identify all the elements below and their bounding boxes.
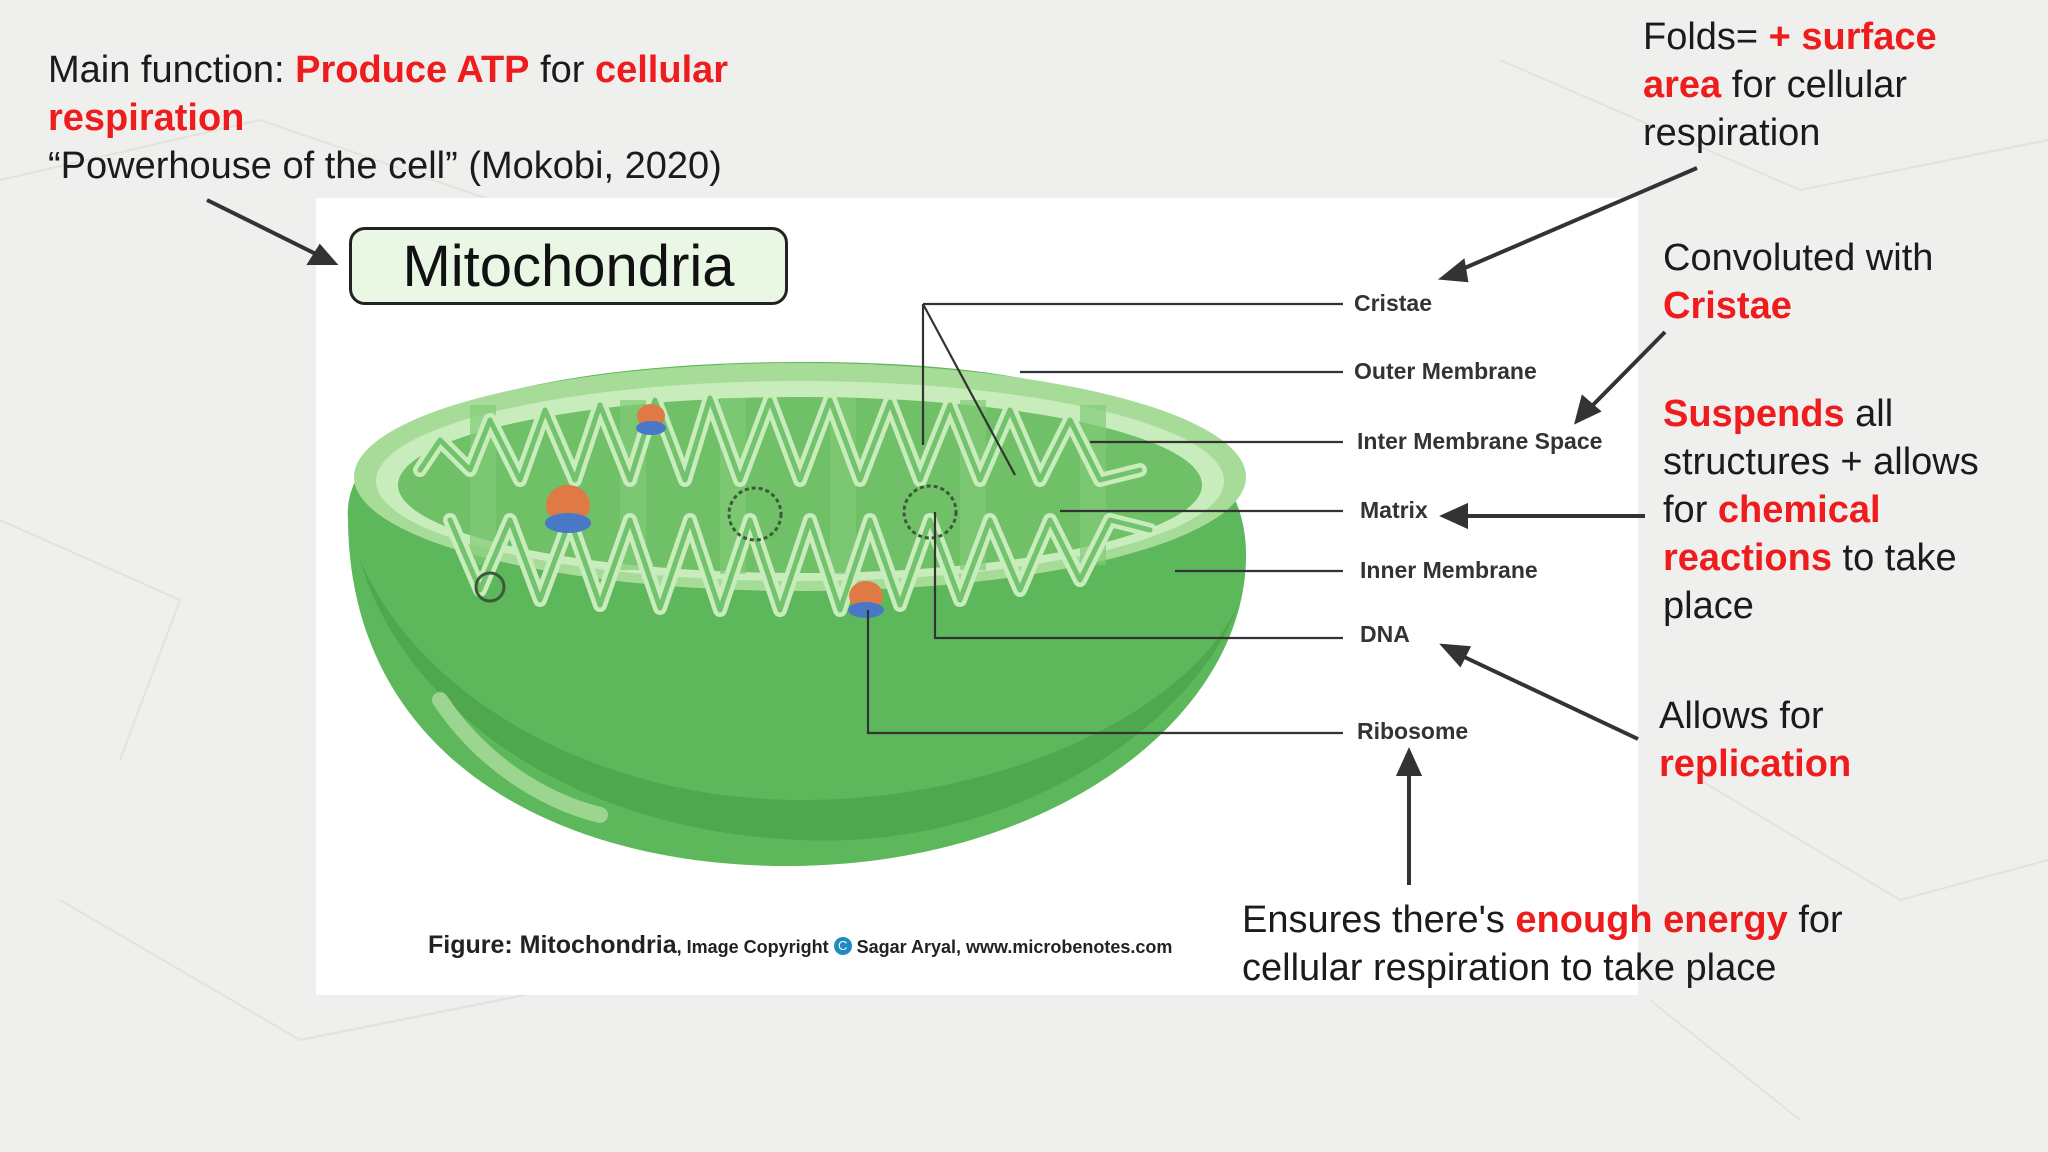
cristae-red-text: Cristae: [1663, 285, 1792, 327]
produce-atp-text: Produce ATP: [295, 49, 530, 91]
ribosome-3: [848, 581, 884, 618]
label-outer-membrane: Outer Membrane: [1354, 358, 1537, 384]
main-function-note: Main function: Produce ATP for cellular …: [48, 46, 808, 190]
folds-rest2: respiration: [1643, 112, 1821, 154]
replication-line1: Allows for: [1659, 695, 1824, 737]
figure-caption: Figure: Mitochondria, Image Copyright C …: [428, 931, 1172, 960]
label-inner-membrane: Inner Membrane: [1360, 557, 1538, 583]
leader-cristae: [921, 302, 1343, 476]
area-text: area: [1643, 64, 1722, 106]
suspends-line2: structures + allows: [1663, 441, 1979, 483]
suspends-rest1: all: [1844, 393, 1894, 435]
body-highlight: [432, 692, 608, 823]
dna-circle-1: [727, 486, 783, 542]
leader-dna: [933, 512, 1343, 640]
ribosome-2: [545, 485, 591, 533]
respiration-text: respiration: [48, 97, 245, 139]
label-cristae: Cristae: [1354, 290, 1432, 316]
arrow-dna: [1459, 653, 1639, 741]
replication-text: replication: [1659, 743, 1852, 785]
figure-title: Mitochondria: [349, 227, 788, 305]
caption-small2: Sagar Aryal, www.microbenotes.com: [851, 937, 1173, 957]
ribosome-1: [636, 404, 666, 435]
energy-note: Ensures there's enough energy for cellul…: [1242, 896, 2032, 992]
folds-prefix: Folds=: [1643, 16, 1769, 58]
label-matrix: Matrix: [1360, 497, 1428, 523]
leader-ribosome: [866, 610, 1343, 735]
suspends-note: Suspends all structures + allows for che…: [1663, 390, 2043, 630]
arrow-title: [206, 198, 319, 257]
reactions-text: reactions: [1663, 537, 1832, 579]
energy-line2: cellular respiration to take place: [1242, 947, 1777, 989]
copyright-icon: C: [833, 937, 852, 956]
suspends-rest4: to take: [1831, 537, 1957, 579]
replication-note: Allows for replication: [1659, 692, 2019, 788]
folds-note: Folds= + surface area for cellular respi…: [1643, 13, 2023, 157]
surface-text: + surface: [1768, 16, 1937, 58]
convoluted-note: Convoluted with Cristae: [1663, 234, 2023, 330]
chemical-text: chemical: [1717, 489, 1881, 531]
label-ribosome: Ribosome: [1357, 718, 1469, 744]
main-function-prefix: Main function:: [48, 49, 296, 91]
label-dna: DNA: [1360, 621, 1410, 647]
suspends-line5: place: [1663, 585, 1754, 627]
dna-circle-2: [902, 484, 958, 540]
enough-energy-text: enough energy: [1515, 899, 1788, 941]
suspends-text: Suspends: [1663, 393, 1845, 435]
dna-circle-3: [474, 571, 506, 603]
suspends-prefix3: for: [1663, 489, 1718, 531]
organelle-lower-band: [360, 560, 1240, 841]
arrow-inter-membrane: [1588, 330, 1667, 410]
caption-bold: Figure: Mitochondria: [428, 931, 677, 959]
energy-rest: for: [1787, 899, 1843, 941]
arrow-cristae: [1459, 166, 1698, 272]
energy-prefix: Ensures there's: [1242, 899, 1516, 941]
powerhouse-quote: “Powerhouse of the cell” (Mokobi, 2020): [48, 145, 722, 187]
folds-rest1: for cellular: [1721, 64, 1908, 106]
caption-small1: , Image Copyright: [676, 937, 834, 957]
main-function-mid: for: [529, 49, 595, 91]
cellular-text: cellular: [594, 49, 729, 91]
label-inter-membrane-space: Inter Membrane Space: [1357, 428, 1603, 454]
convoluted-line1: Convoluted with: [1663, 237, 1934, 279]
